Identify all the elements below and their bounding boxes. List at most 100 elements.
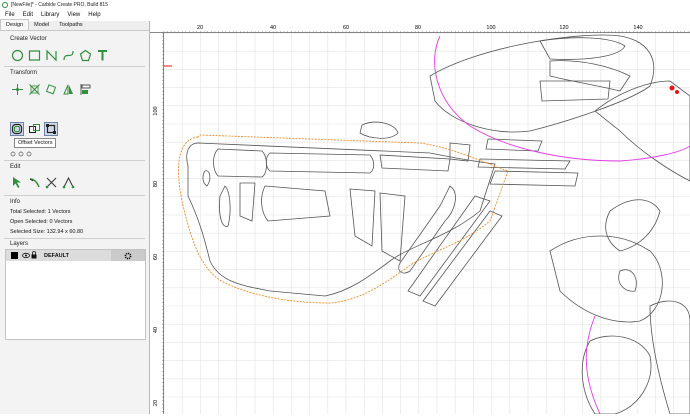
offset-icon (11, 123, 23, 135)
layer-color-swatch[interactable] (11, 252, 18, 259)
vector-paths (186, 34, 690, 414)
vector-shape[interactable] (549, 60, 631, 92)
divider (4, 238, 145, 239)
total-selected: Total Selected: 1 Vectors (10, 209, 71, 215)
scale-tool-button[interactable] (27, 82, 41, 96)
vector-shape[interactable] (398, 185, 456, 274)
divider (4, 66, 145, 67)
tab-toolpaths[interactable]: Toolpaths (59, 22, 83, 28)
move-tool-button[interactable] (10, 82, 24, 96)
vector-shape[interactable] (379, 192, 406, 262)
ruler-label: 60 (343, 25, 349, 31)
polygon-tool-button[interactable] (78, 48, 92, 62)
vector-shape[interactable] (605, 199, 661, 252)
canvas-grid (163, 32, 690, 414)
align-icon (80, 83, 90, 95)
tab-design[interactable]: Design (0, 19, 30, 30)
vector-shape[interactable] (213, 148, 267, 178)
vector-shape[interactable] (239, 182, 256, 222)
ruler-label: 60 (153, 254, 159, 260)
join-tool-button[interactable] (61, 175, 75, 189)
offset-tool-button[interactable] (10, 122, 24, 136)
vector-shape[interactable] (581, 335, 652, 414)
rotate-tool-button[interactable] (44, 82, 58, 96)
ruler-label: 120 (559, 25, 568, 31)
vector-shape[interactable] (489, 170, 579, 187)
vector-shape[interactable] (477, 158, 571, 170)
curve-icon (62, 50, 74, 60)
lock-icon[interactable] (31, 251, 37, 259)
vector-shape[interactable] (422, 210, 503, 307)
divider (4, 195, 145, 196)
polyline-tool-button[interactable] (44, 48, 58, 62)
node-edit-tool-button[interactable] (10, 175, 24, 189)
vector-shape[interactable] (219, 185, 231, 227)
mirror-tool-button[interactable] (61, 82, 75, 96)
circle-tool-button[interactable] (10, 48, 24, 62)
selected-open-path[interactable] (585, 315, 601, 414)
polyline-icon (45, 49, 57, 61)
info-heading: Info (10, 199, 21, 205)
node-tool-button[interactable] (44, 122, 58, 136)
menu-help[interactable]: Help (88, 12, 101, 18)
vector-shape[interactable] (202, 170, 211, 187)
ruler-label: 20 (197, 25, 203, 31)
menu-edit[interactable]: Edit (22, 12, 34, 18)
circle-icon (11, 49, 23, 61)
menu-library[interactable]: Library (41, 12, 60, 18)
app-icon (2, 2, 8, 8)
rectangle-tool-button[interactable] (27, 48, 41, 62)
open-selected: Open Selected: 0 Vectors (10, 219, 73, 225)
vector-shape[interactable] (359, 121, 399, 139)
vector-shape[interactable] (649, 300, 690, 414)
vector-artwork[interactable] (150, 21, 690, 414)
vector-shape[interactable] (539, 80, 611, 102)
tab-bar: Design Model Toolpaths (0, 19, 149, 31)
vector-shape[interactable] (539, 37, 626, 60)
ruler-label: 40 (270, 25, 276, 31)
start-point-marker (675, 90, 679, 94)
head-vector[interactable] (429, 34, 655, 133)
layer-row[interactable]: DEFAULT (6, 250, 145, 261)
ruler-label: 100 (486, 25, 495, 31)
vector-shape[interactable] (549, 235, 663, 323)
curve-tool-button[interactable] (61, 48, 75, 62)
vector-shape[interactable] (261, 185, 331, 222)
align-tool-button[interactable] (78, 82, 92, 96)
eye-icon[interactable] (22, 252, 30, 259)
ruler-label: 40 (153, 327, 159, 333)
vector-shape[interactable] (594, 80, 690, 182)
vector-shape[interactable] (618, 269, 637, 292)
vector-shape[interactable] (265, 152, 375, 174)
vector-shape[interactable] (349, 188, 376, 247)
tab-model[interactable]: Model (34, 22, 50, 28)
menu-view[interactable]: View (67, 12, 81, 18)
boolean-icon (28, 123, 40, 133)
cut-tool-button[interactable] (44, 175, 58, 189)
ruler-label: 80 (153, 181, 159, 187)
menu-file[interactable]: File (5, 12, 15, 18)
layer-settings-button[interactable] (111, 250, 145, 261)
text-tool-button[interactable] (95, 48, 109, 62)
vector-shape[interactable] (379, 154, 451, 172)
menu-bar: File Edit Library View Help (0, 10, 690, 20)
title-bar: [NewFile]* - Carbide Create PRO, Build 8… (0, 0, 690, 10)
boolean-tool-button[interactable] (27, 122, 41, 136)
text-icon (97, 49, 107, 60)
trim-tool-button[interactable] (27, 175, 41, 189)
selected-open-path[interactable] (434, 35, 690, 162)
outer-body-vector[interactable] (186, 142, 496, 297)
create-vector-heading: Create Vector (10, 36, 47, 42)
offset-vector-path[interactable] (178, 134, 509, 304)
vector-shape[interactable] (449, 142, 471, 162)
scale-icon (28, 83, 40, 95)
rectangle-icon (28, 49, 40, 61)
vector-shape[interactable] (407, 195, 491, 297)
vector-shape[interactable] (485, 138, 543, 152)
selected-size: Selected Size: 132.94 x 60.80 (10, 229, 84, 235)
